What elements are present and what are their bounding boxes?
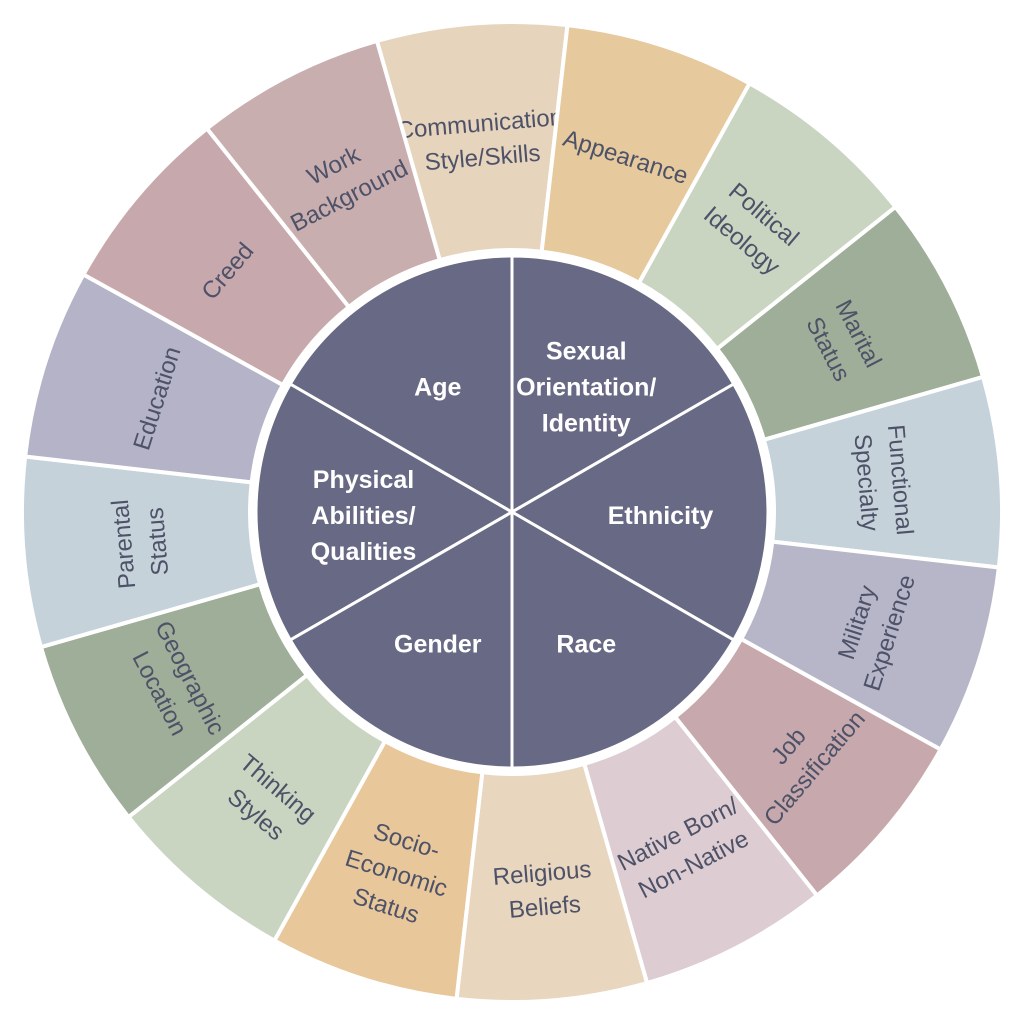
core-age [288,254,514,514]
core-race-label: Race [556,630,616,658]
core-ethnicity-label: Ethnicity [608,502,714,530]
core-sexual-orientation-identity-label-line: Orientation/ [516,373,656,401]
core-gender-label: Gender [394,630,482,658]
core-age-label-line: Age [414,373,461,401]
sector-parental-status-label-line: Status [142,506,175,576]
core-gender [288,510,514,770]
sector-work-background [204,38,442,309]
core-age-label: Age [414,373,461,401]
core-gender-label-line: Gender [394,630,482,658]
core-sexual-orientation-identity [510,254,736,514]
core-sexual-orientation-identity-label-line: Sexual [546,337,627,365]
core-physical-abilities-qualities-label-line: Physical [313,466,414,494]
core-physical-abilities-qualities [254,382,514,642]
core-ethnicity [510,382,770,642]
core-sexual-orientation-identity-label-line: Identity [542,409,631,437]
core-race [510,510,736,770]
core-physical-abilities-qualities-label-line: Qualities [311,538,417,566]
core-race-label-line: Race [556,630,616,658]
sector-parental-status-label: ParentalStatus [107,496,175,590]
core-physical-abilities-qualities-label-line: Abilities/ [311,502,415,530]
sector-religious-beliefs-label-line: Beliefs [508,891,582,924]
core-ethnicity-label-line: Ethnicity [608,502,714,530]
